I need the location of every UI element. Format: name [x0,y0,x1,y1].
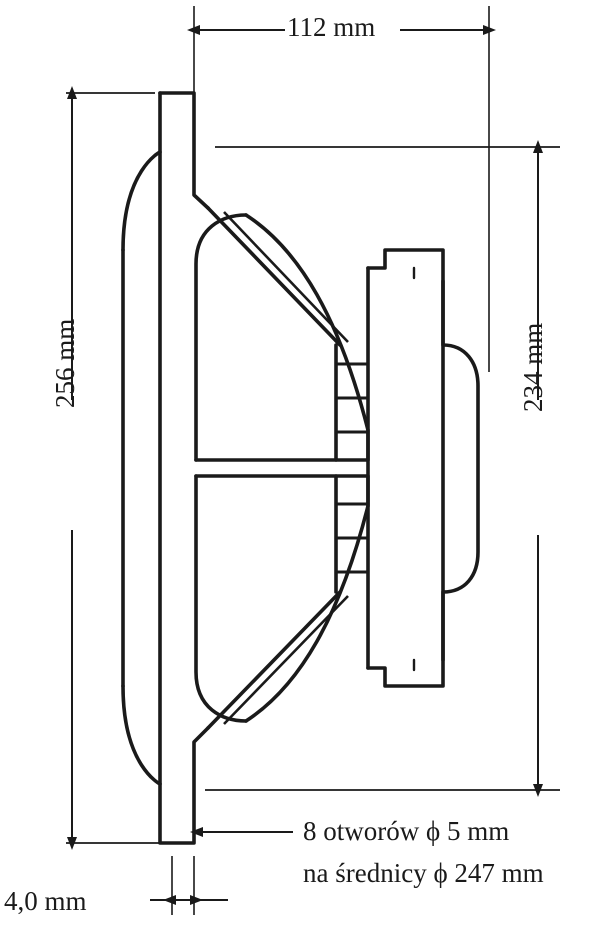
pole-piece-segments-bottom [334,502,370,574]
basket-strut-bottom-inner [223,595,349,725]
cone-top-profile [194,213,370,462]
surround-bottom-outer [121,684,162,786]
speaker-detail-lines [223,211,349,725]
mounting-flange-top [158,91,210,210]
dimension-label-depth: 112 mm [287,12,376,42]
cone-bottom-profile [194,474,370,723]
dimension-extension-lines [171,6,490,915]
magnet-boot-outline [441,279,480,662]
dimension-arrows [67,25,543,905]
dimension-label-bolt-circle: 234 mm [518,322,548,412]
speaker-outline [121,91,480,845]
cone-bottom-inner [194,474,248,723]
dimension-witness-lines [66,92,560,844]
magnet-core-outline [366,248,445,688]
surround-top-outer [121,150,162,252]
pole-piece-segments-top [334,362,370,434]
cone-top-inner [194,213,248,462]
dimension-label-outer-diameter: 256 mm [50,318,80,408]
basket-strut-top-outer [206,206,342,347]
dimension-label-flange-thickness: 4,0 mm [4,886,87,916]
annotation-holes-count: 8 otworów ϕ 5 mm [303,816,510,846]
annotation-holes-circle: na średnicy ϕ 247 mm [303,858,544,888]
basket-strut-bottom-outer [206,590,342,730]
mounting-flange-body [158,91,210,845]
basket-strut-top-inner [223,211,349,343]
